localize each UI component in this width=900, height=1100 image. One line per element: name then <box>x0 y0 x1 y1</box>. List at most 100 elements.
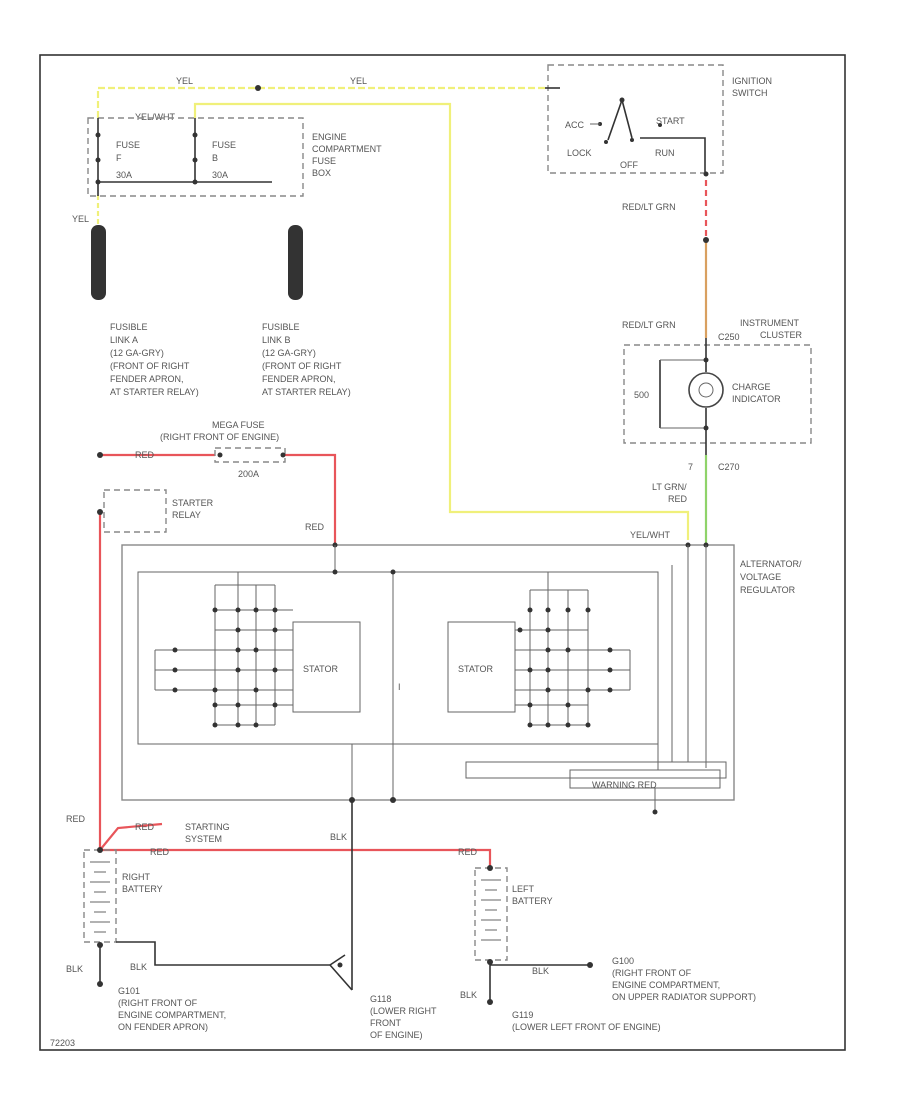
left-rectifier <box>154 572 293 728</box>
right-battery-2: BATTERY <box>122 884 163 894</box>
fusible-b-6: AT STARTER RELAY) <box>262 387 351 397</box>
mega-fuse-2: (RIGHT FRONT OF ENGINE) <box>160 432 279 442</box>
fuse-box-label-4: BOX <box>312 168 331 178</box>
fusible-a-4: (FRONT OF RIGHT <box>110 361 190 371</box>
run-label: RUN <box>655 148 675 158</box>
blk-rb-label: BLK <box>66 964 83 974</box>
wire-red-mega-b <box>285 453 337 545</box>
wire-yel-wht <box>193 102 690 540</box>
left-battery-1: LEFT <box>512 884 535 894</box>
start-label: START <box>656 116 685 126</box>
pin-7-label: 7 <box>688 462 693 472</box>
instrument-cluster: 500 CHARGE INDICATOR <box>623 338 812 455</box>
red-alt-label: RED <box>305 522 325 532</box>
yel-wht-alt-label: YEL/WHT <box>630 530 671 540</box>
g101-4: ON FENDER APRON) <box>118 1022 208 1032</box>
ign-switch-label-1: IGNITION <box>732 76 772 86</box>
c250-label: C250 <box>718 332 740 342</box>
red-left-label: RED <box>66 814 86 824</box>
fusible-a-2: LINK A <box>110 335 138 345</box>
red-mega-label: RED <box>135 450 155 460</box>
ignition-switch: IGNITION SWITCH ACC LOCK OFF RUN START <box>545 64 772 174</box>
fuse-f-2: F <box>116 153 122 163</box>
fusible-b-5: FENDER APRON, <box>262 374 336 384</box>
g101-3: ENGINE COMPARTMENT, <box>118 1010 226 1020</box>
g100-4: ON UPPER RADIATOR SUPPORT) <box>612 992 756 1002</box>
alt-vr-2: VOLTAGE <box>740 572 781 582</box>
c270-label: C270 <box>718 462 740 472</box>
engine-fuse-box: FUSE F 30A FUSE B 30A ENGINE COMPARTMENT… <box>87 117 382 197</box>
fusible-b-3: (12 GA-GRY) <box>262 348 316 358</box>
lt-grn-red-2: RED <box>668 494 688 504</box>
g119-2: (LOWER LEFT FRONT OF ENGINE) <box>512 1022 661 1032</box>
diagram-frame <box>39 54 846 1051</box>
red-batt-label: RED <box>150 847 170 857</box>
blk-g100-label: BLK <box>532 966 549 976</box>
charge-ind-2: INDICATOR <box>732 394 781 404</box>
left-battery-2: BATTERY <box>512 896 553 906</box>
g118-4: OF ENGINE) <box>370 1030 423 1040</box>
stator-right-label: STATOR <box>458 664 494 674</box>
starter-relay-1: STARTER <box>172 498 214 508</box>
alt-vr-1: ALTERNATOR/ <box>740 559 802 569</box>
alt-vr-3: REGULATOR <box>740 585 796 595</box>
wire-red-start <box>99 822 163 851</box>
g101-2: (RIGHT FRONT OF <box>118 998 198 1008</box>
right-battery-1: RIGHT <box>122 872 151 882</box>
off-label: OFF <box>620 160 638 170</box>
red-lbatt-label: RED <box>458 847 478 857</box>
fusible-link-a: FUSIBLE LINK A (12 GA-GRY) (FRONT OF RIG… <box>91 225 199 397</box>
ground-g101: G101 (RIGHT FRONT OF ENGINE COMPARTMENT,… <box>118 986 226 1032</box>
mega-fuse-1: MEGA FUSE <box>212 420 265 430</box>
fusible-a-6: AT STARTER RELAY) <box>110 387 199 397</box>
charge-indicator-lamp <box>688 372 724 408</box>
g118-1: G118 <box>370 994 391 1004</box>
fusible-b-2: LINK B <box>262 335 291 345</box>
right-rectifier <box>515 572 631 728</box>
fusible-a-5: FENDER APRON, <box>110 374 184 384</box>
yel-fusible-label: YEL <box>72 214 89 224</box>
warn-red-label: WARNING RED <box>592 780 657 790</box>
acc-label: ACC <box>565 120 585 130</box>
fuse-box-label-2: COMPARTMENT <box>312 144 382 154</box>
i-label: I <box>398 682 401 692</box>
starting-sys-1: STARTING <box>185 822 230 832</box>
fuse-b-2: B <box>212 153 218 163</box>
red-start-label: RED <box>135 822 155 832</box>
stator-left <box>292 621 361 713</box>
lock-label: LOCK <box>567 148 592 158</box>
ground-g100: G100 (RIGHT FRONT OF ENGINE COMPARTMENT,… <box>612 956 756 1002</box>
alternator-voltage-regulator: ALTERNATOR/ VOLTAGE REGULATOR I <box>121 542 802 815</box>
g118-2: (LOWER RIGHT <box>370 1006 437 1016</box>
blk-lb-label: BLK <box>460 990 477 1000</box>
colored-wires <box>96 86 708 868</box>
fuse-box-label-1: ENGINE <box>312 132 347 142</box>
fuse-box-label-3: FUSE <box>312 156 336 166</box>
stator-left-label: STATOR <box>303 664 339 674</box>
blk-mid-label: BLK <box>330 832 347 842</box>
fusible-a-1: FUSIBLE <box>110 322 148 332</box>
fusible-b-1: FUSIBLE <box>262 322 300 332</box>
mega-fuse: MEGA FUSE (RIGHT FRONT OF ENGINE) 200A R… <box>97 420 286 479</box>
mega-amp: 200A <box>238 469 259 479</box>
fusible-link-b: FUSIBLE LINK B (12 GA-GRY) (FRONT OF RIG… <box>262 225 351 397</box>
alternator-box <box>121 544 735 801</box>
stator-right <box>447 621 516 713</box>
ground-g119: G119 (LOWER LEFT FRONT OF ENGINE) <box>512 1010 661 1032</box>
g100-2: (RIGHT FRONT OF <box>612 968 692 978</box>
blk-g-label: BLK <box>130 962 147 972</box>
red-grn-label-1: RED/LT GRN <box>622 202 676 212</box>
fusible-b-4: (FRONT OF RIGHT <box>262 361 342 371</box>
starter-relay-2: RELAY <box>172 510 201 520</box>
yel-top-right-label: YEL <box>350 76 367 86</box>
ign-switch-label-2: SWITCH <box>732 88 768 98</box>
fusible-a-3: (12 GA-GRY) <box>110 348 164 358</box>
ignition-switch-box <box>547 64 724 174</box>
starting-sys-2: SYSTEM <box>185 834 222 844</box>
fuse-b-3: 30A <box>212 170 228 180</box>
g100-1: G100 <box>612 956 634 966</box>
red-grn-label-2: RED/LT GRN <box>622 320 676 330</box>
yel-wht-label: YEL/WHT <box>135 112 176 122</box>
fuse-f-1: FUSE <box>116 140 140 150</box>
